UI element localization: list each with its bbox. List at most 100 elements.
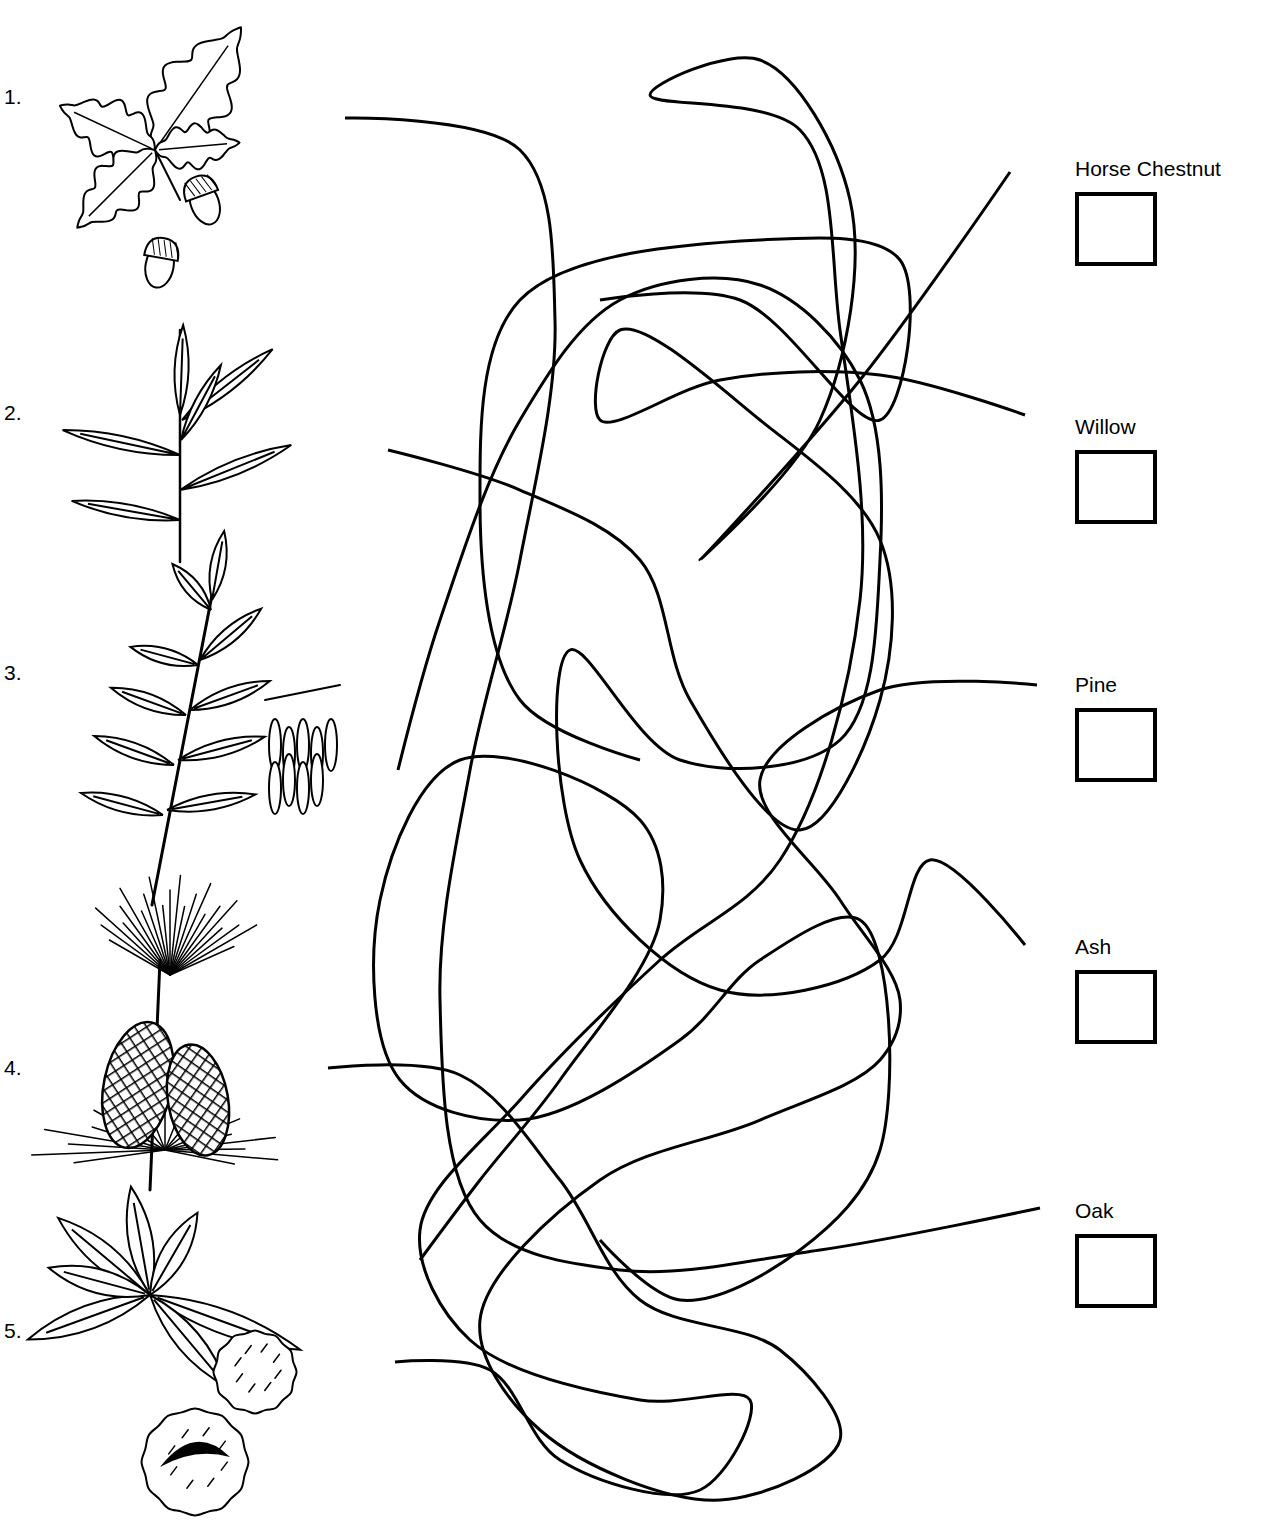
pine-cone [159, 1040, 238, 1161]
answer-box [1075, 708, 1157, 782]
chestnut-leaflet [140, 1207, 208, 1301]
answer-item: Oak [1075, 1198, 1157, 1308]
answer-box [1075, 450, 1157, 524]
answer-item: Willow [1075, 414, 1157, 524]
picture-number: 3. [4, 660, 22, 686]
midrib [74, 112, 151, 148]
willow-leaf [177, 439, 294, 497]
cup-hatch [190, 179, 200, 196]
willow-leaf [71, 494, 182, 526]
picture-number: 2. [4, 400, 22, 426]
ash-leaflet [166, 787, 257, 817]
cup-hatch [173, 242, 181, 259]
pine-needle [170, 914, 205, 975]
answer-item: Pine [1075, 672, 1157, 782]
picture-number: 1. [4, 84, 22, 110]
willow-leaf [176, 362, 227, 443]
husk-spike [203, 1428, 209, 1436]
tree-name: Pine [1075, 672, 1157, 698]
ash-leaflet [79, 786, 165, 822]
husk-spike [237, 1374, 243, 1382]
conker-seed [160, 1442, 230, 1467]
cup-hatch [196, 177, 206, 194]
ash-leaflet [176, 729, 267, 767]
picture-number: 4. [4, 1055, 22, 1081]
acorn-cup [144, 235, 181, 261]
oak-leaf [153, 120, 241, 173]
tree-name: Oak [1075, 1198, 1157, 1224]
ash-key [311, 754, 323, 806]
tree-name: Ash [1075, 934, 1157, 960]
ash-key [297, 762, 309, 814]
husk-spike [275, 1370, 281, 1378]
pine-needle [120, 888, 170, 975]
tangled-line [374, 756, 890, 1300]
husk-spike [261, 1344, 267, 1352]
husk-spike [249, 1384, 255, 1392]
husk-spike [273, 1354, 279, 1362]
picture-number: 5. [4, 1318, 22, 1344]
pine-needle [170, 901, 237, 975]
pine-needle [170, 925, 239, 975]
ash-leaflet [195, 603, 266, 666]
husk-spike [171, 1467, 177, 1475]
midrib [89, 153, 152, 216]
tangled-line [328, 681, 1037, 1500]
cup-hatch [202, 175, 212, 192]
answer-box [1075, 970, 1157, 1044]
answer-item: Horse Chestnut [1075, 156, 1221, 266]
ash-leaflet [108, 681, 188, 722]
ash-leaflet [205, 530, 232, 602]
pine-needle [170, 928, 222, 975]
pine-needle [142, 911, 170, 975]
husk-spike [187, 1480, 193, 1488]
husk-spike [219, 1441, 225, 1449]
pine-needle [170, 925, 257, 975]
ash-leaflet [167, 559, 217, 615]
husk-spike [221, 1462, 227, 1470]
cup-hatch [167, 241, 175, 258]
pine-needle [163, 905, 170, 975]
pine-needle [123, 923, 170, 975]
ash-key [325, 719, 337, 771]
ash-leaflet [92, 729, 177, 772]
chestnut-leaflet [45, 1256, 153, 1306]
pine-needle [169, 890, 171, 975]
tree-pictures [24, 4, 340, 1515]
ash-key-stalk [265, 685, 340, 700]
ash-leaflet [128, 640, 199, 673]
pine-needle [170, 947, 234, 975]
ash-key [283, 754, 295, 806]
tangled-lines [328, 58, 1040, 1500]
cup-hatch [161, 240, 169, 257]
answer-box [1075, 1234, 1157, 1308]
tangled-line [345, 118, 1040, 1272]
acorn-cup [179, 171, 218, 201]
pine-needle [144, 894, 170, 975]
husk-spike [208, 1478, 214, 1486]
oak-leaf-outline [153, 120, 241, 173]
tree-name: Horse Chestnut [1075, 156, 1221, 182]
cup-hatch [207, 173, 217, 190]
willow-leaf [173, 325, 190, 415]
tangled-line [480, 238, 910, 760]
husk-spike [245, 1346, 251, 1354]
ash-key [269, 762, 281, 814]
answer-box [1075, 192, 1157, 266]
conker-husk [142, 1409, 249, 1516]
pine-needle [165, 1150, 278, 1160]
tree-name: Willow [1075, 414, 1157, 440]
ash-leaflet [187, 674, 272, 717]
acorn [139, 235, 181, 290]
pine-needle [32, 1150, 165, 1155]
husk-spike [235, 1358, 241, 1366]
husk-spike [182, 1430, 188, 1438]
husk-spike [265, 1382, 271, 1390]
cup-hatch [155, 239, 163, 256]
answer-item: Ash [1075, 934, 1157, 1044]
acorn [179, 171, 228, 230]
tangled-line [395, 58, 1010, 1495]
cup-hatch [185, 181, 195, 198]
cup-hatch [149, 238, 157, 255]
midrib [159, 144, 227, 150]
